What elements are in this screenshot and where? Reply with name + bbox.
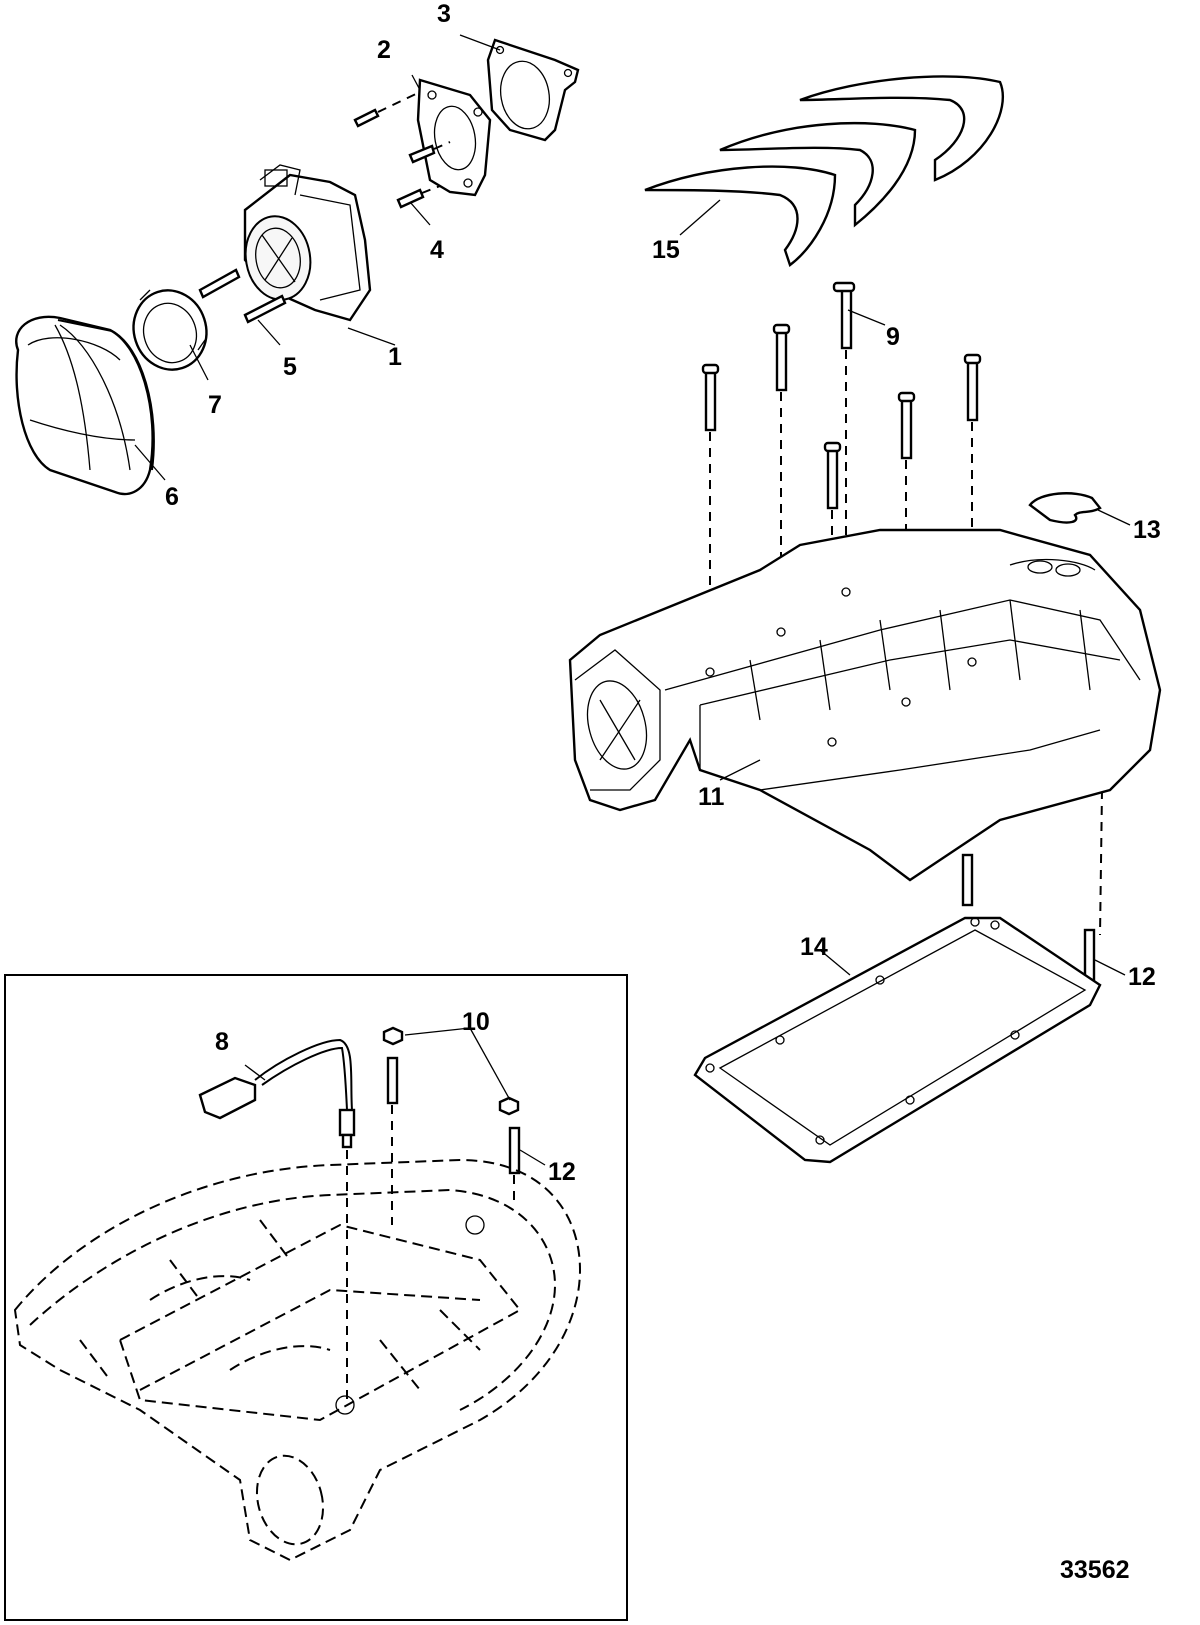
callout-4: 4 xyxy=(430,236,444,264)
callout-12-inset: 12 xyxy=(548,1158,576,1186)
callout-10: 10 xyxy=(462,1008,490,1036)
callout-labels: 1 2 3 4 5 6 7 8 9 10 11 12 12 13 14 15 3… xyxy=(165,0,1161,1584)
intake-plenum xyxy=(568,528,1162,882)
callout-2: 2 xyxy=(377,36,391,64)
air-filter-housing xyxy=(15,315,155,496)
callout-1: 1 xyxy=(388,343,402,371)
callout-5: 5 xyxy=(283,353,297,381)
callout-6: 6 xyxy=(165,483,179,511)
throttle-body xyxy=(243,164,372,322)
inset-ghost-plenum xyxy=(13,1105,582,1562)
callout-8: 8 xyxy=(215,1028,229,1056)
callout-14: 14 xyxy=(800,933,828,961)
screws-upper xyxy=(198,91,451,324)
coupler-ring xyxy=(132,289,208,371)
callout-7: 7 xyxy=(208,391,222,419)
figure-number: 33562 xyxy=(1060,1556,1130,1584)
clip xyxy=(1028,492,1102,524)
callout-9: 9 xyxy=(886,323,900,351)
gasket-top xyxy=(486,38,580,142)
callout-11: 11 xyxy=(698,783,725,811)
leader-lines xyxy=(134,34,1131,1166)
adapter-plate xyxy=(416,78,492,197)
top-covers xyxy=(644,75,1005,267)
callout-15: 15 xyxy=(652,236,680,264)
callout-13: 13 xyxy=(1133,516,1161,544)
base-gasket xyxy=(693,916,1102,1164)
inset-nuts-studs xyxy=(382,1026,521,1175)
inset-frame xyxy=(4,974,628,1621)
inset-sensor xyxy=(198,1038,356,1149)
callout-12-main: 12 xyxy=(1128,963,1156,991)
callout-3: 3 xyxy=(437,0,451,28)
